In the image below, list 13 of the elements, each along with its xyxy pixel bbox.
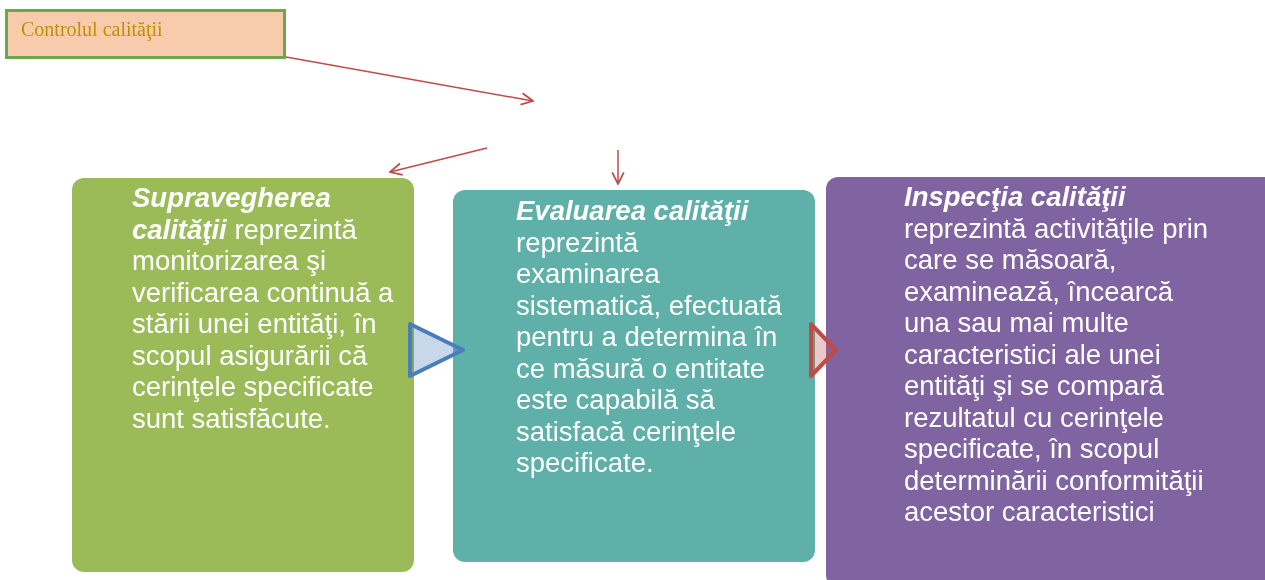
arrow <box>389 147 488 176</box>
chevron-arrow <box>408 322 465 378</box>
arrow <box>285 56 534 106</box>
definition-card <box>826 177 1265 580</box>
definition-card <box>453 190 815 562</box>
title-box <box>5 9 286 59</box>
definition-text: Inspecţia calităţii reprezintă activităţile prin care se măsoară, examinează, încearcă una sau mai multe caracteristici ale unei entităţi şi se compară rezultatul cu cerinţele specificate, în scopul determinării conformităţii acestor caracteristici <box>904 181 1209 528</box>
title-text: Controlul calităţii <box>21 17 163 42</box>
chevron-arrow <box>809 322 838 378</box>
definition-text: Evaluarea calităţii reprezintă examinarea sistematică, efectuată pentru a determina în ce măsură o entitate este capabilă să satisfacă cerinţele specificate. <box>516 195 783 479</box>
definition-card <box>72 178 414 572</box>
arrow <box>611 149 625 185</box>
definition-text: Supravegherea calităţii reprezintă monitorizarea şi verificarea continuă a stării unei entităţi, în scopul asigurării că cerinţele specificate sunt satisfăcute. <box>132 182 395 434</box>
